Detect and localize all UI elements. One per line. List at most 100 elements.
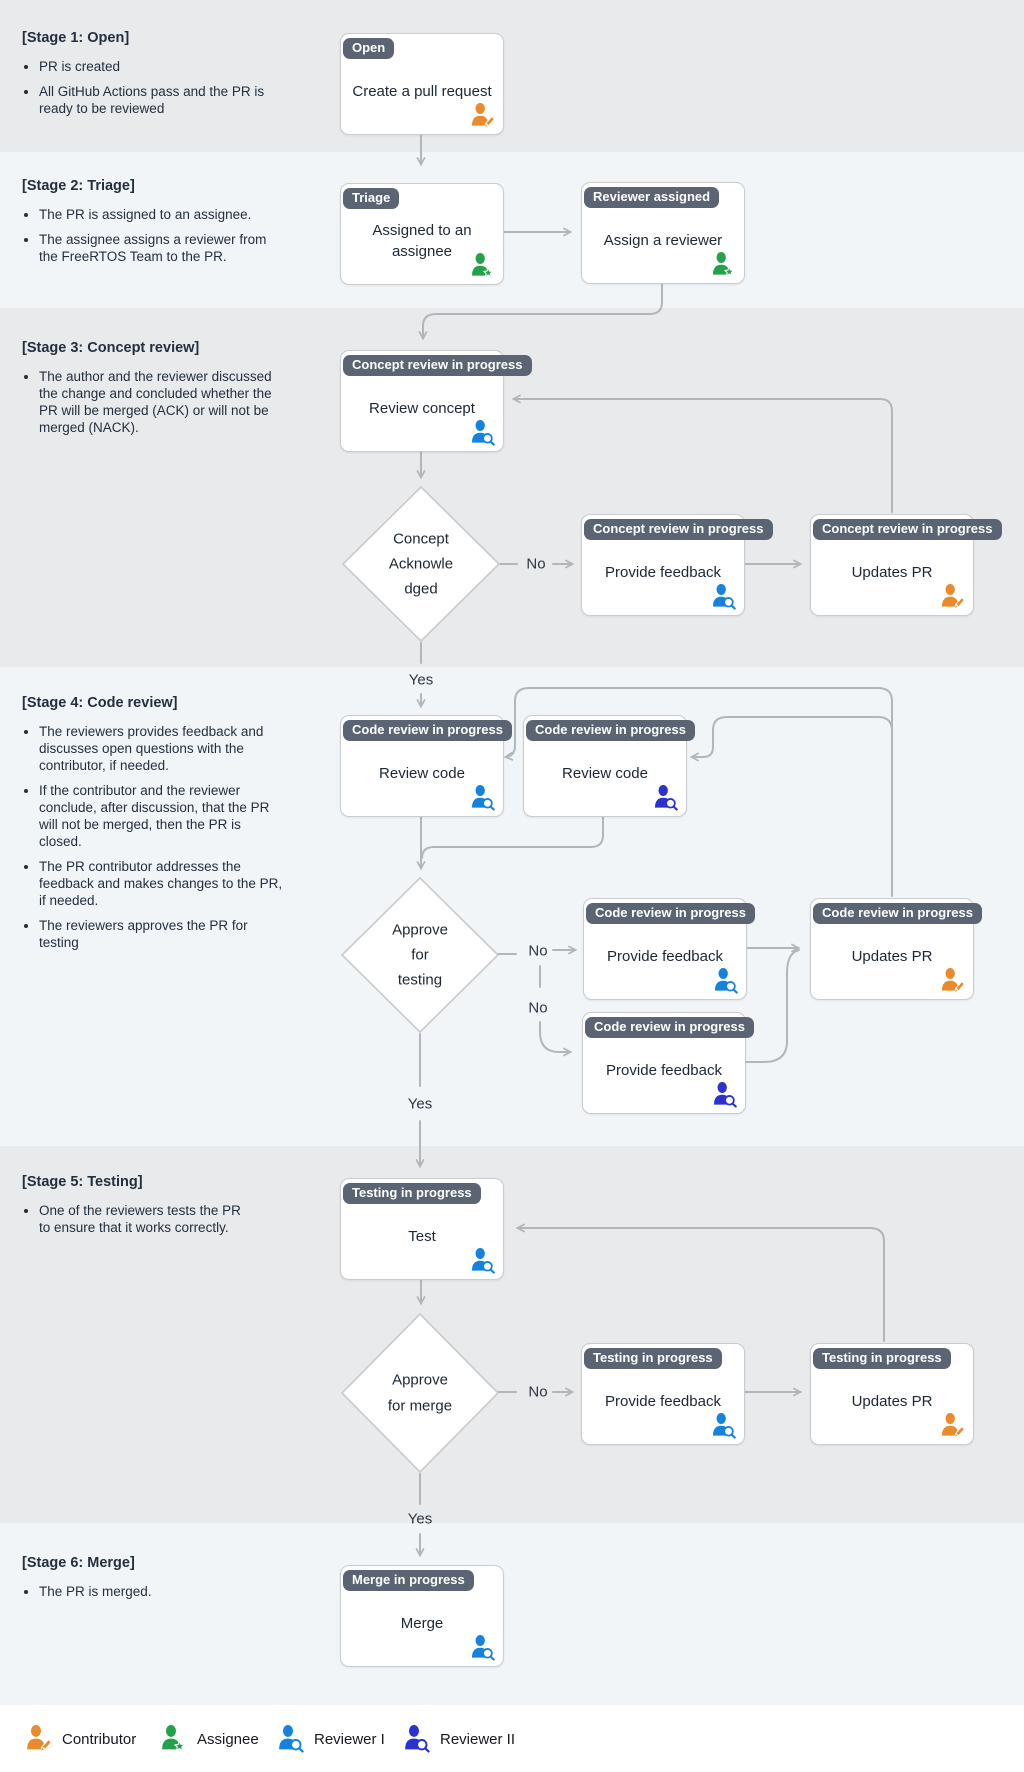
status-badge: Concept review in progress (343, 355, 532, 376)
status-badge: Concept review in progress (813, 519, 1002, 540)
status-badge: Merge in progress (343, 1570, 474, 1591)
stage-2-title: [Stage 2: Triage] (22, 178, 135, 194)
stage-5-bullets: One of the reviewers tests the PR to ens… (22, 1202, 251, 1236)
stage-4-bullets: The reviewers provides feedback and disc… (22, 723, 287, 951)
node-provide-feedback-code-2: Code review in progress Provide feedback (582, 1012, 754, 1114)
node-label: Provide feedback (605, 563, 721, 581)
bullet: One of the reviewers tests the PR to ens… (39, 1202, 251, 1236)
node-assigned-to-assignee: Triage Assigned to an assignee (340, 183, 504, 285)
node-label: Merge (400, 1614, 444, 1632)
decision-label: testing (398, 972, 442, 989)
node-updates-pr-code: Code review in progress Updates PR (810, 898, 982, 1000)
reviewer2-icon (403, 1725, 431, 1753)
legend-item-reviewer-2: Reviewer II (403, 1725, 515, 1753)
node-label: Review code (379, 764, 465, 782)
status-badge: Code review in progress (526, 720, 695, 741)
legend-item-contributor: Contributor (25, 1725, 136, 1753)
legend-label: Contributor (62, 1730, 137, 1748)
decision-label: for (411, 947, 429, 964)
decision-label: dged (404, 581, 437, 598)
node-provide-feedback-concept: Concept review in progress Provide feedb… (581, 514, 773, 616)
status-badge: Reviewer assigned (584, 187, 720, 208)
yes-label: Yes (407, 1510, 433, 1528)
stage-4-description: [Stage 4: Code review] The reviewers pro… (22, 695, 282, 959)
status-badge: Code review in progress (585, 1017, 754, 1038)
contributor-icon (940, 584, 966, 610)
node-merge: Merge in progress Merge (340, 1565, 504, 1667)
no-label: No (528, 942, 548, 960)
node-label: Review concept (369, 399, 475, 417)
node-review-code-1: Code review in progress Review code (340, 715, 512, 817)
legend-band (0, 1705, 1024, 1772)
stage-1-bullets: PR is created All GitHub Actions pass an… (22, 58, 282, 117)
legend-label: Assignee (197, 1730, 259, 1748)
node-create-pull-request: Open Create a pull request (340, 33, 504, 135)
contributor-icon (25, 1725, 53, 1753)
legend-item-reviewer-1: Reviewer I (277, 1725, 385, 1753)
contributor-icon (940, 1413, 966, 1439)
stage-4-title: [Stage 4: Code review] (22, 695, 178, 711)
stage-1-title: [Stage 1: Open] (22, 30, 130, 46)
status-badge: Code review in progress (343, 720, 512, 741)
reviewer1-icon (711, 584, 737, 610)
stage-2-bullets: The PR is assigned to an assignee. The a… (22, 206, 277, 265)
reviewer1-icon (277, 1725, 305, 1753)
legend-label: Reviewer I (314, 1730, 385, 1748)
bullet: The PR is merged. (39, 1583, 287, 1600)
status-badge: Code review in progress (586, 903, 755, 924)
node-label: Review code (562, 764, 648, 782)
bullet: The PR contributor addresses the feedbac… (39, 858, 287, 909)
stage-5-description: [Stage 5: Testing] One of the reviewers … (22, 1174, 282, 1244)
bullet: PR is created (39, 58, 282, 75)
assignee-icon (470, 253, 496, 279)
reviewer1-icon (470, 785, 496, 811)
decision-approve-for-merge (340, 1312, 500, 1474)
node-label: Test (408, 1227, 436, 1245)
stage-2-description: [Stage 2: Triage] The PR is assigned to … (22, 178, 282, 273)
stage-6-bullets: The PR is merged. (22, 1583, 287, 1600)
node-label: Updates PR (851, 563, 933, 581)
assignee-icon (711, 252, 737, 278)
contributor-icon (470, 103, 496, 129)
status-badge: Testing in progress (813, 1348, 951, 1369)
stage-5-title: [Stage 5: Testing] (22, 1174, 143, 1190)
reviewer2-icon (712, 1082, 738, 1108)
bullet: The assignee assigns a reviewer from the… (39, 231, 277, 265)
stage-6-band (0, 1523, 1024, 1705)
assignee-icon (160, 1725, 188, 1753)
stage-5-band (0, 1146, 1024, 1523)
decision-label: for merge (388, 1398, 452, 1415)
node-label: Provide feedback (605, 1392, 721, 1410)
status-badge: Triage (343, 188, 400, 209)
stage-6-description: [Stage 6: Merge] The PR is merged. (22, 1555, 282, 1608)
stage-1-description: [Stage 1: Open] PR is created All GitHub… (22, 30, 282, 125)
no-label: No (528, 1383, 548, 1401)
reviewer1-icon (470, 1635, 496, 1661)
bullet: The reviewers provides feedback and disc… (39, 723, 287, 774)
node-test: Testing in progress Test (340, 1178, 504, 1280)
node-provide-feedback-code-1: Code review in progress Provide feedback (583, 898, 755, 1000)
node-updates-pr-concept: Concept review in progress Updates PR (810, 514, 1002, 616)
node-label: Updates PR (851, 947, 933, 965)
no-label: No (526, 555, 546, 573)
bullet: The PR is assigned to an assignee. (39, 206, 277, 223)
node-provide-feedback-testing: Testing in progress Provide feedback (581, 1343, 745, 1445)
stage-3-title: [Stage 3: Concept review] (22, 340, 200, 356)
stage-3-description: [Stage 3: Concept review] The author and… (22, 340, 282, 444)
node-review-code-2: Code review in progress Review code (523, 715, 695, 817)
stage-3-bullets: The author and the reviewer discussed th… (22, 368, 287, 436)
no-label: No (528, 999, 548, 1017)
node-updates-pr-testing: Testing in progress Updates PR (810, 1343, 974, 1445)
bullet: The reviewers approves the PR for testin… (39, 917, 287, 951)
node-label: Assigned to an assignee (372, 222, 472, 260)
yes-label: Yes (408, 671, 434, 689)
bullet: The author and the reviewer discussed th… (39, 368, 287, 436)
node-label: Updates PR (851, 1392, 933, 1410)
node-label: Create a pull request (352, 82, 492, 100)
decision-label: Approve (392, 922, 448, 939)
reviewer1-icon (470, 420, 496, 446)
yes-label: Yes (407, 1095, 433, 1113)
reviewer2-icon (653, 785, 679, 811)
